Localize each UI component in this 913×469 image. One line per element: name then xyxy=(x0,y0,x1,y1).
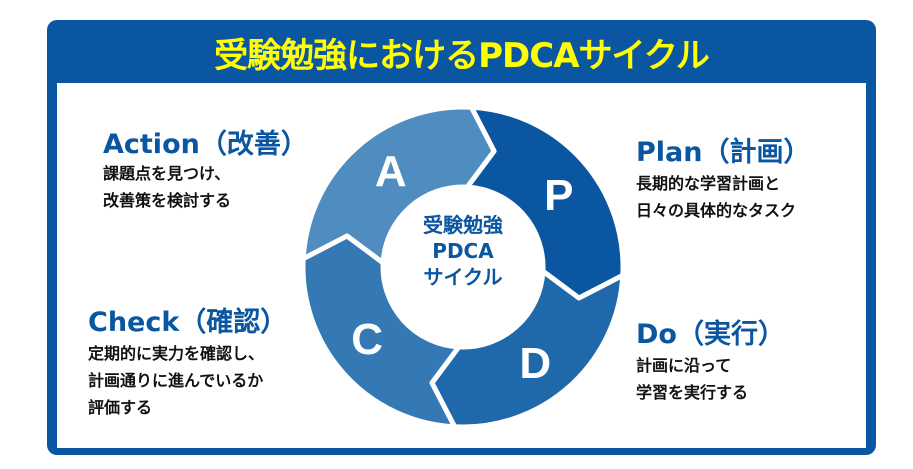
do-letter: D xyxy=(519,339,551,388)
plan-heading: Plan（計画） xyxy=(636,137,811,168)
check-description: 定期的に実力を確認し、 計画通りに進んでいるか 評価する xyxy=(88,340,264,421)
check-line: 定期的に実力を確認し、 xyxy=(88,344,265,363)
check-line: 計画通りに進んでいるか xyxy=(88,371,264,390)
action-letter: A xyxy=(375,147,407,196)
action-line: 改善策を検討する xyxy=(103,191,232,210)
center-line-2: PDCA xyxy=(432,239,494,263)
center-circle xyxy=(383,187,543,347)
main-title: 受験勉強におけるPDCAサイクル xyxy=(214,36,710,76)
center-line-3: サイクル xyxy=(423,265,503,289)
check-heading: Check（確認） xyxy=(88,307,288,338)
check-line: 評価する xyxy=(88,398,153,417)
action-line: 課題点を見つけ、 xyxy=(103,164,231,183)
plan-line: 長期的な学習計画と xyxy=(636,174,781,193)
do-heading: Do（実行） xyxy=(636,319,785,350)
action-heading: Action（改善） xyxy=(103,129,308,160)
cycle-center-label: 受験勉強 PDCA サイクル xyxy=(383,212,543,290)
plan-letter: P xyxy=(544,171,573,220)
do-description: 計画に沿って 学習を実行する xyxy=(636,352,748,406)
plan-description: 長期的な学習計画と 日々の具体的なタスク xyxy=(636,170,796,224)
frame: 受験勉強におけるPDCAサイクル xyxy=(47,20,876,455)
do-line: 学習を実行する xyxy=(636,383,749,402)
do-line: 計画に沿って xyxy=(636,356,732,375)
plan-line: 日々の具体的なタスク xyxy=(636,201,797,220)
check-letter: C xyxy=(351,315,383,364)
center-line-1: 受験勉強 xyxy=(423,213,503,237)
action-description: 課題点を見つけ、 改善策を検討する xyxy=(103,160,231,214)
